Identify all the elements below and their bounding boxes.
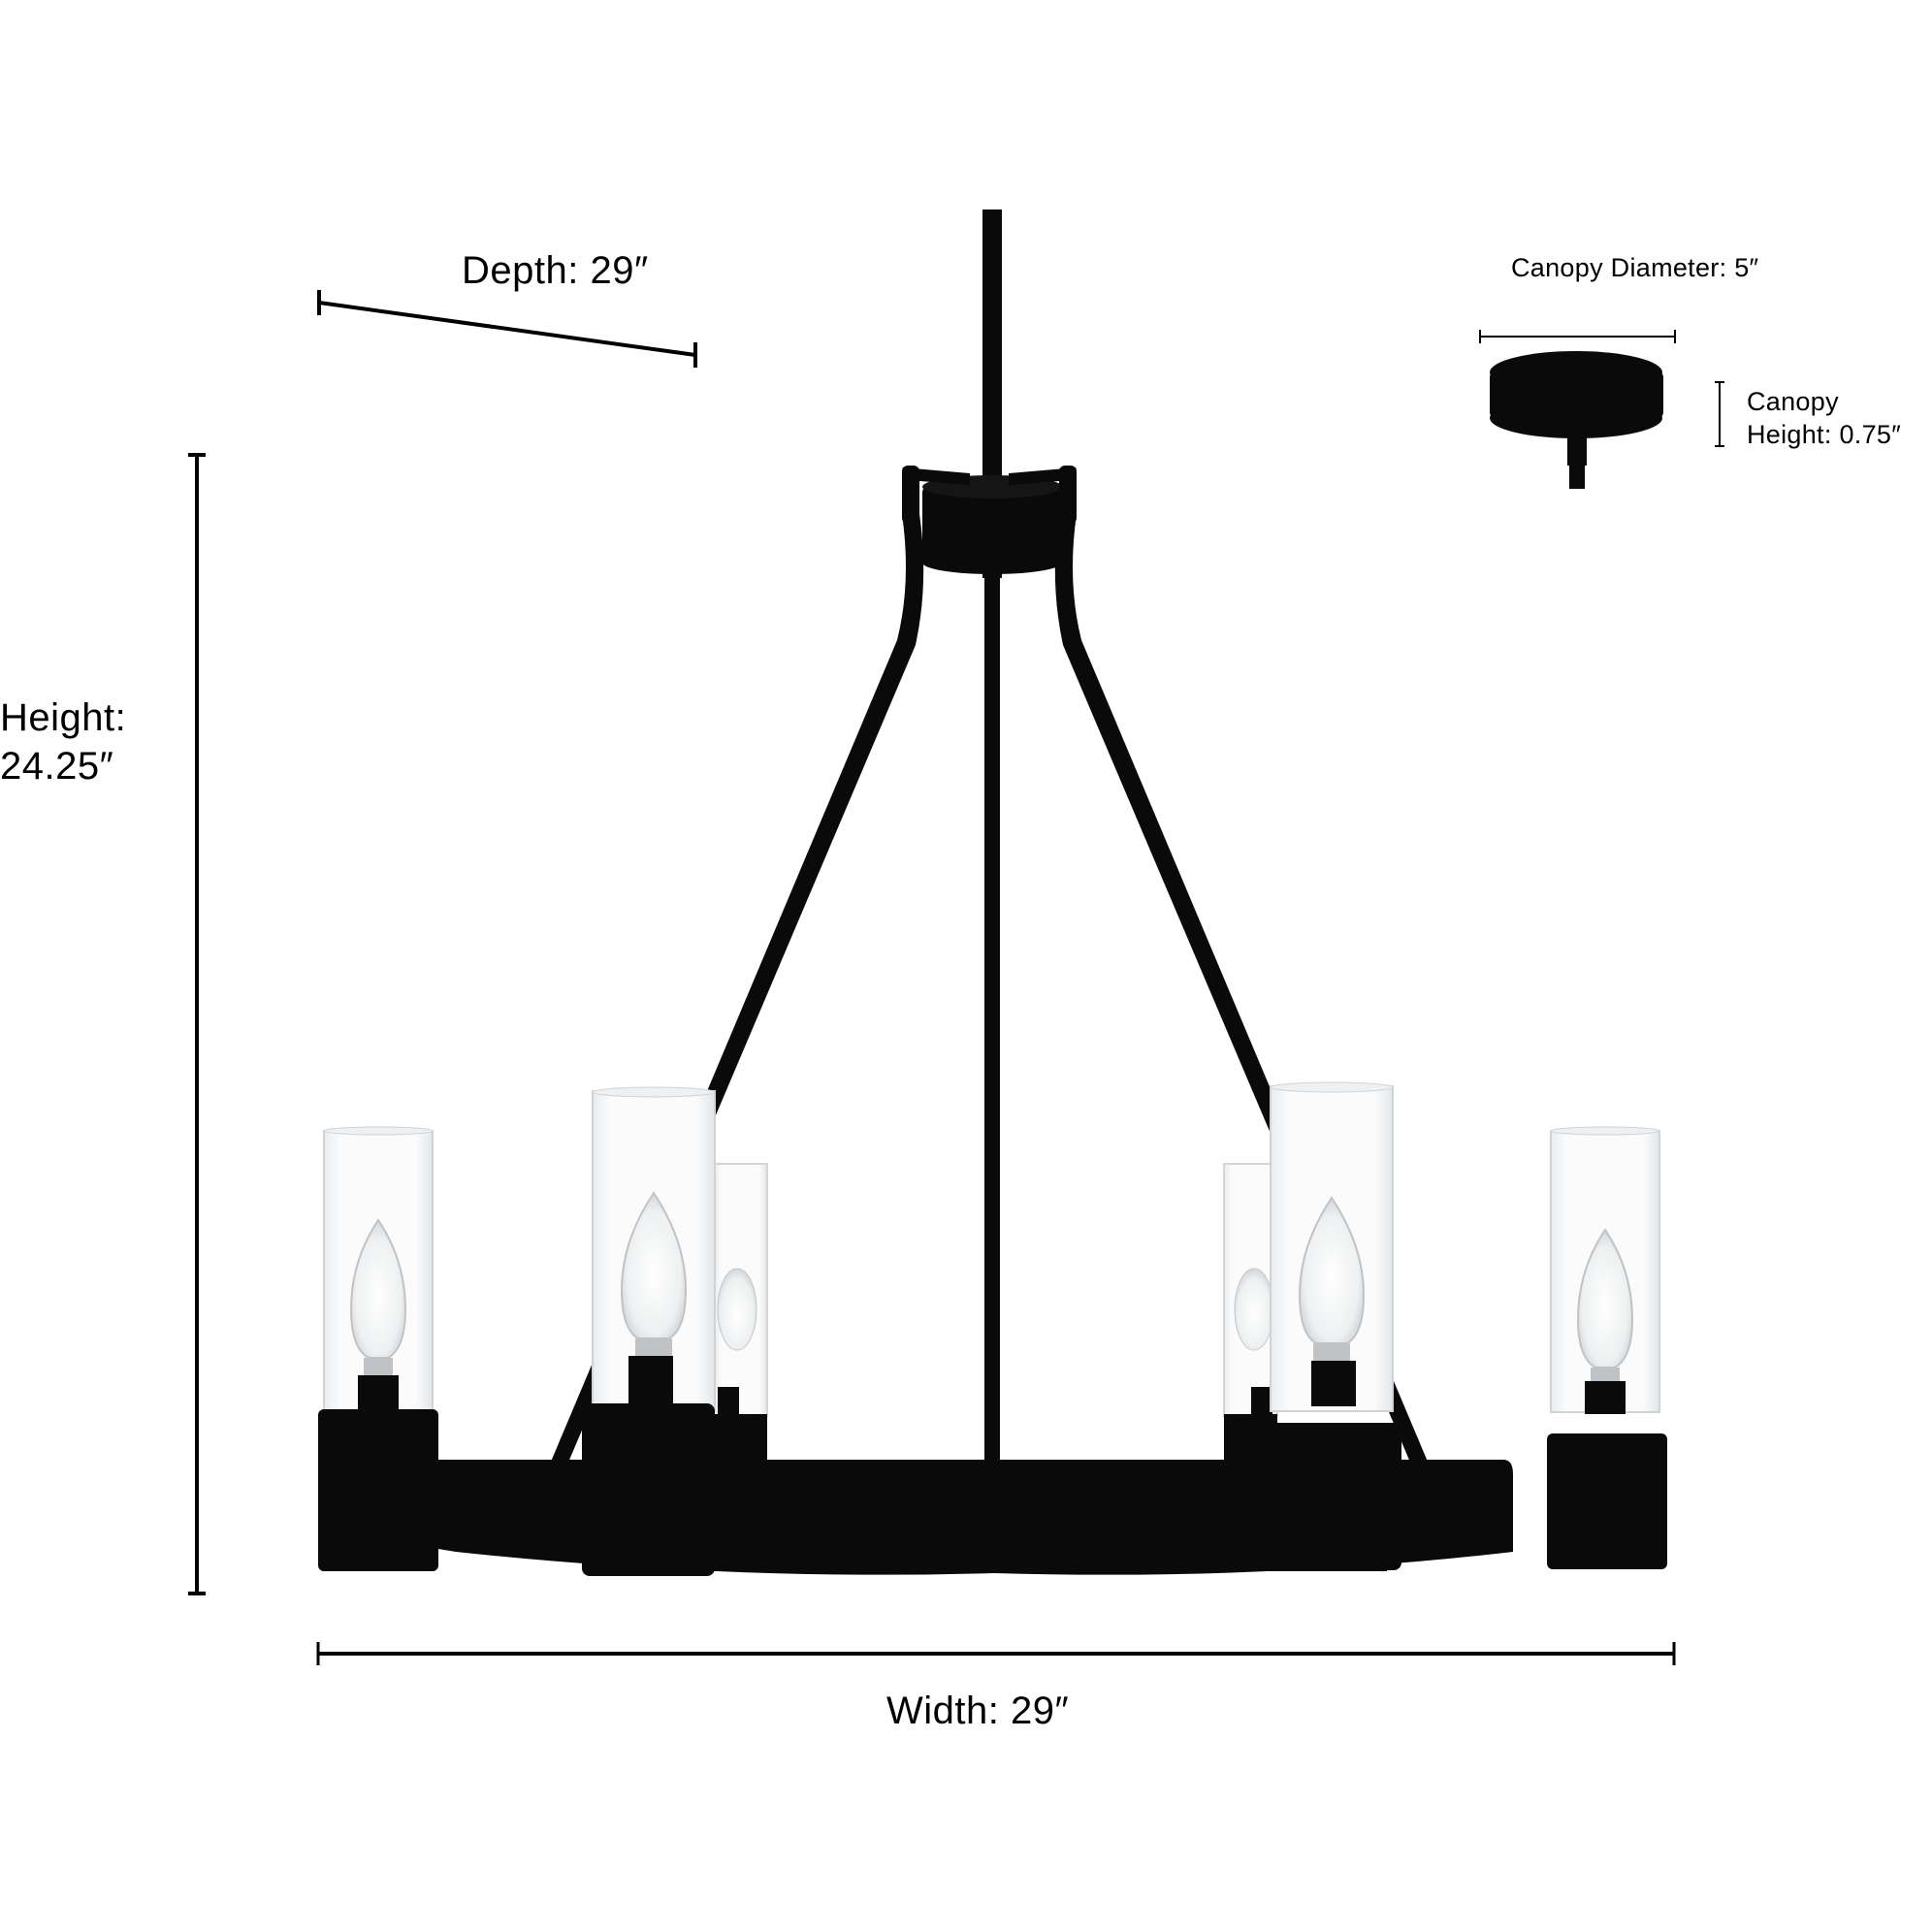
height-label-line1: Height: xyxy=(0,696,127,739)
light-cup-back-right xyxy=(1223,1163,1278,1465)
width-dimension-line xyxy=(316,1642,1676,1665)
canopy-height-label-line1: Canopy xyxy=(1747,387,1839,416)
depth-dimension-line xyxy=(317,290,697,368)
light-cup-right-outer xyxy=(1547,1126,1667,1569)
chandelier-illustration xyxy=(318,209,1667,1576)
width-label: Width: 29″ xyxy=(886,1690,1070,1732)
height-label-line2: 24.25″ xyxy=(0,745,114,788)
light-cup-left-outer xyxy=(318,1126,438,1571)
depth-label: Depth: 29″ xyxy=(462,249,649,292)
canopy-height-bracket xyxy=(1715,381,1724,447)
height-dimension-line xyxy=(188,453,206,1595)
canopy-illustration xyxy=(1490,351,1663,489)
canopy-height-label-line2: Height: 0.75″ xyxy=(1747,420,1902,449)
light-cup-left-inner xyxy=(582,1086,716,1576)
canopy-diameter-line xyxy=(1479,330,1676,343)
canopy-diameter-label: Canopy Diameter: 5″ xyxy=(1511,253,1759,282)
light-cup-back-left xyxy=(713,1163,768,1465)
light-cup-right-inner xyxy=(1270,1081,1401,1570)
